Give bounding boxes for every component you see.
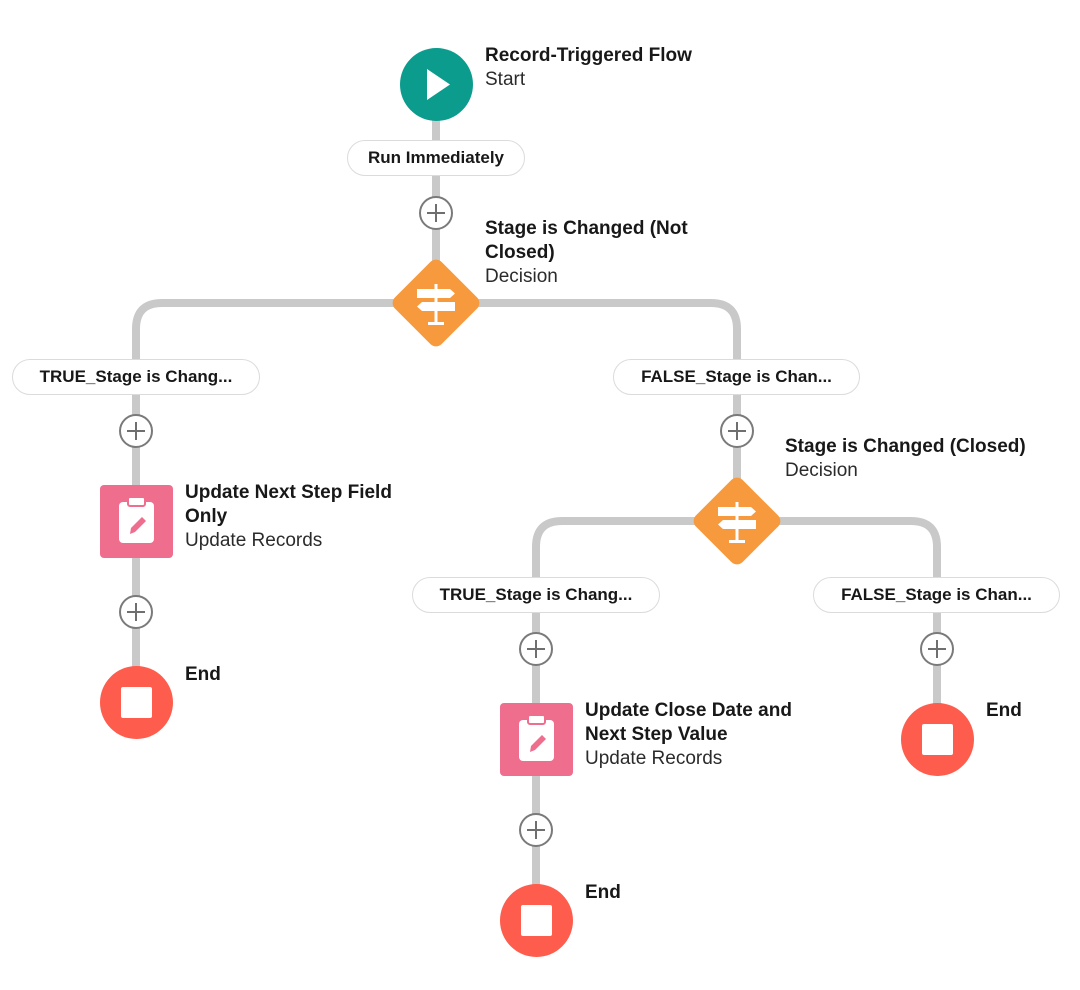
update-next-step-node[interactable] (100, 485, 173, 558)
stop-icon (100, 666, 173, 739)
end-node-1[interactable] (100, 666, 173, 739)
decision-node-closed[interactable] (687, 471, 787, 571)
decision-1-true-outcome[interactable]: TRUE_Stage is Chang... (12, 359, 260, 395)
add-element-button-4[interactable] (720, 414, 754, 448)
update-next-step-label: Update Next Step Field Only Update Recor… (185, 481, 425, 553)
decision-2-true-outcome[interactable]: TRUE_Stage is Chang... (412, 577, 660, 613)
end-2-title: End (585, 882, 621, 903)
add-element-button-5[interactable] (519, 632, 553, 666)
stop-icon (500, 884, 573, 957)
play-icon (400, 48, 473, 121)
start-title: Record-Triggered Flow (485, 45, 692, 66)
update-close-date-title: Update Close Date and Next Step Value (585, 700, 792, 745)
decision-node-not-closed[interactable] (386, 253, 486, 353)
decision-2-false-outcome[interactable]: FALSE_Stage is Chan... (813, 577, 1060, 613)
end-node-3[interactable] (901, 703, 974, 776)
connector-decision-2-true (532, 517, 700, 590)
decision-2-title: Stage is Changed (Closed) (785, 436, 1026, 457)
decision-1-subtitle: Decision (485, 266, 558, 287)
add-element-button-2[interactable] (119, 414, 153, 448)
decision-1-true-label: TRUE_Stage is Chang... (39, 367, 233, 386)
clipboard-edit-icon (500, 703, 573, 776)
stop-icon (901, 703, 974, 776)
end-node-2[interactable] (500, 884, 573, 957)
end-3-title: End (986, 700, 1022, 721)
connector-decision-1-true (132, 299, 400, 372)
decision-2-true-label: TRUE_Stage is Chang... (439, 585, 633, 604)
connector-decision-2-false (774, 517, 941, 590)
update-close-date-subtitle: Update Records (585, 748, 723, 769)
end-1-title: End (185, 664, 221, 685)
decision-1-false-label: FALSE_Stage is Chan... (641, 367, 832, 386)
decision-2-subtitle: Decision (785, 460, 858, 481)
update-close-date-node[interactable] (500, 703, 573, 776)
update-close-date-label: Update Close Date and Next Step Value Up… (585, 699, 825, 771)
add-element-button-7[interactable] (920, 632, 954, 666)
start-label: Record-Triggered Flow Start (485, 44, 692, 92)
signpost-icon (693, 477, 781, 565)
add-element-button-1[interactable] (419, 196, 453, 230)
run-immediately-path[interactable]: Run Immediately (347, 140, 525, 176)
decision-1-false-outcome[interactable]: FALSE_Stage is Chan... (613, 359, 860, 395)
decision-2-false-label: FALSE_Stage is Chan... (841, 585, 1032, 604)
decision-2-label: Stage is Changed (Closed) Decision (785, 435, 1075, 483)
signpost-icon (392, 259, 480, 347)
update-next-step-title: Update Next Step Field Only (185, 482, 392, 527)
run-immediately-label: Run Immediately (367, 148, 505, 167)
update-next-step-subtitle: Update Records (185, 530, 323, 551)
add-element-button-3[interactable] (119, 595, 153, 629)
end-2-label: End (585, 881, 621, 905)
start-node[interactable] (400, 48, 473, 121)
end-3-label: End (986, 699, 1022, 723)
decision-1-title: Stage is Changed (Not Closed) (485, 218, 688, 263)
end-1-label: End (185, 663, 221, 687)
start-subtitle: Start (485, 69, 526, 90)
clipboard-edit-icon (100, 485, 173, 558)
decision-1-label: Stage is Changed (Not Closed) Decision (485, 217, 725, 289)
add-element-button-6[interactable] (519, 813, 553, 847)
connector-decision-1-false (472, 299, 741, 372)
